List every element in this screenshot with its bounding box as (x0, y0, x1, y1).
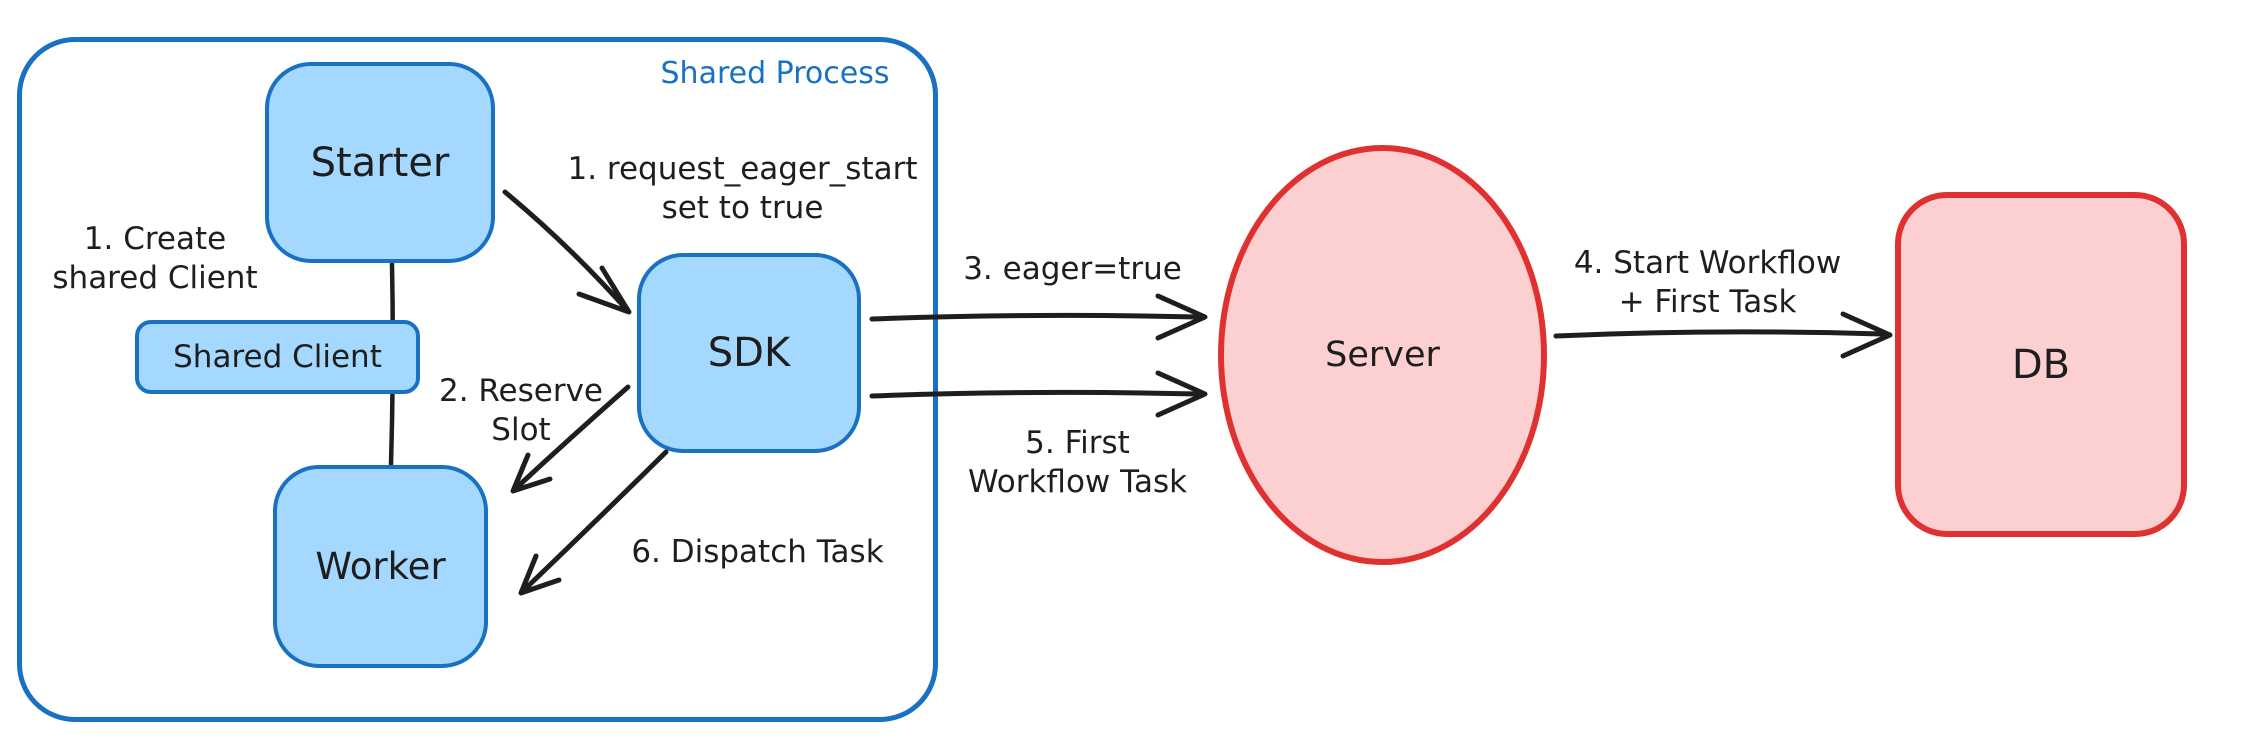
annotation-first-workflow-task: 5. First Workflow Task (967, 425, 1188, 500)
annotation-dispatch-task: 6. Dispatch Task (631, 534, 884, 570)
annotation-reserve-slot: 2. Reserve Slot (438, 373, 604, 448)
server-node: Server (1218, 145, 1547, 565)
sdk-node: SDK (637, 253, 861, 453)
shared-client-label: Shared Client (173, 339, 382, 375)
annotation-request-eager-start: 1. request_eager_start set to true (567, 151, 918, 226)
worker-node: Worker (273, 465, 488, 668)
starter-label: Starter (310, 139, 450, 186)
shared-process-label: Shared Process (660, 56, 890, 91)
annotation-start-workflow: 4. Start Workflow + First Task (1573, 245, 1842, 320)
server-label: Server (1325, 335, 1440, 375)
starter-node: Starter (265, 62, 495, 263)
shared-process-container (17, 37, 938, 722)
annotation-create-shared-client: 1. Create shared Client (52, 221, 258, 296)
annotation-eager-true: 3. eager=true (963, 251, 1182, 287)
worker-label: Worker (315, 545, 446, 588)
db-label: DB (2011, 341, 2071, 388)
db-node: DB (1895, 192, 2187, 537)
shared-client-node: Shared Client (135, 320, 420, 394)
sdk-label: SDK (707, 330, 791, 376)
